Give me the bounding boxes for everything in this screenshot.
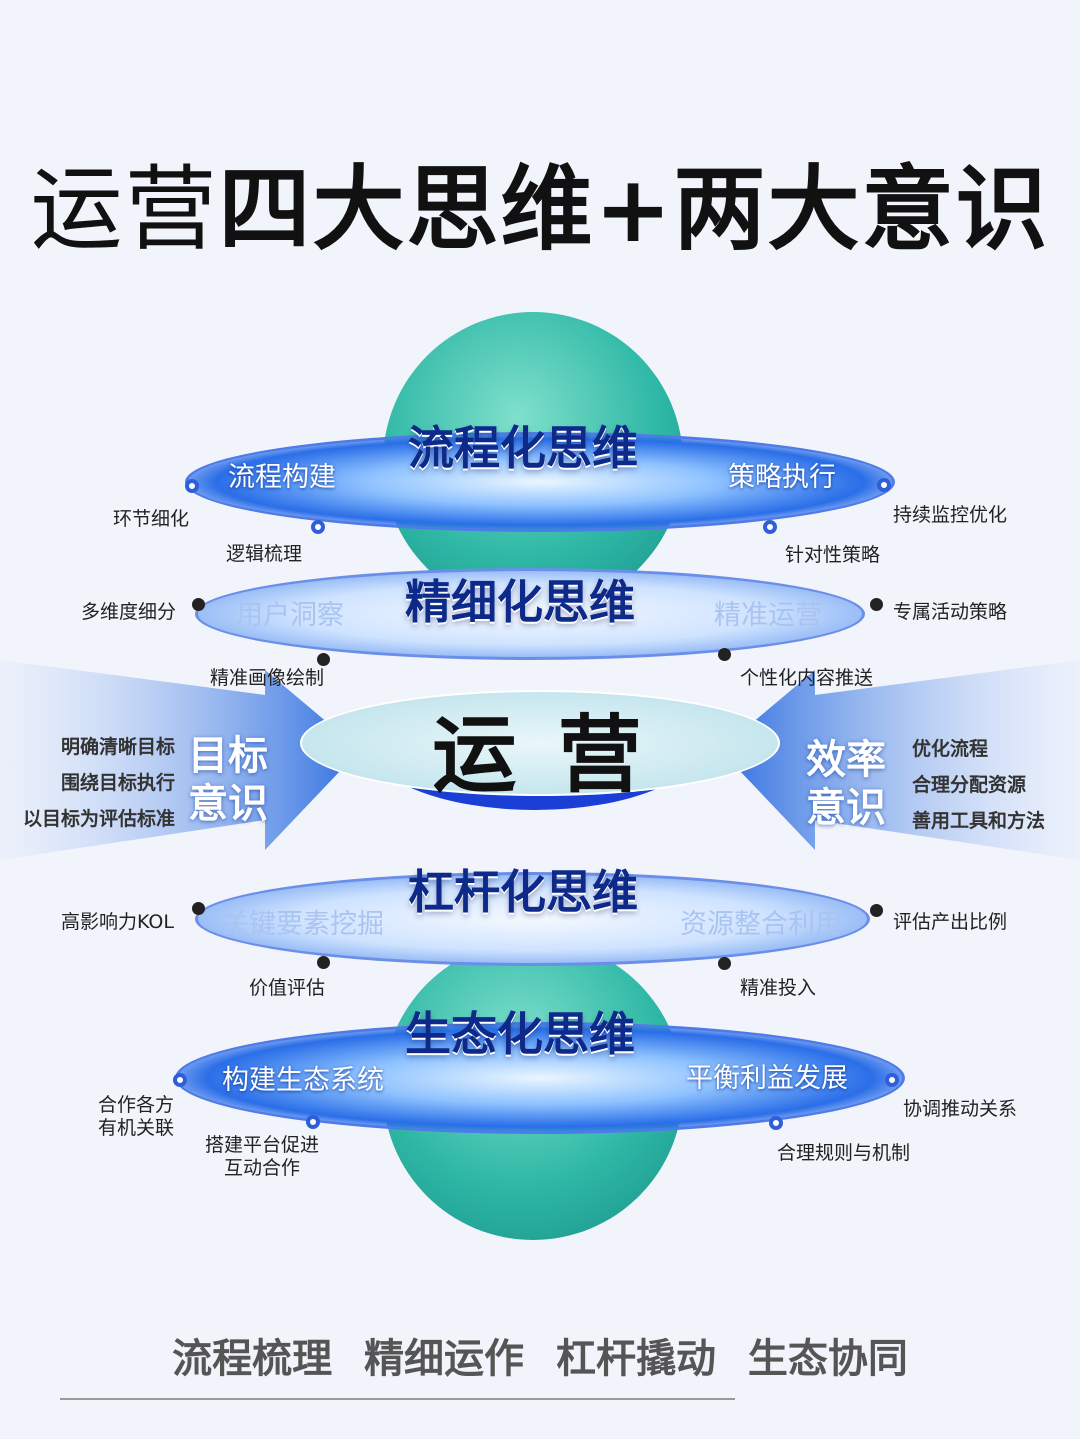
ring-leverage	[195, 872, 870, 966]
label-build-ecosystem: 构建生态系统	[222, 1065, 384, 1096]
note: 精准画像绘制	[210, 667, 325, 689]
left-arrow	[0, 660, 360, 860]
node-dot	[769, 1116, 783, 1130]
ring-refined	[195, 568, 865, 660]
efficiency-awareness-items: 优化流程合理分配资源善用工具和方法	[912, 738, 1046, 832]
node-dot	[317, 956, 330, 969]
note: 个性化内容推送	[740, 667, 874, 689]
heading-refined: 精细化思维	[405, 575, 635, 629]
footer-divider	[60, 1398, 735, 1400]
note: 高影响力KOL	[61, 911, 174, 933]
node-dot	[718, 957, 731, 970]
label-key-factors: 关键要素挖掘	[222, 909, 384, 940]
label-process-build: 流程构建	[228, 462, 336, 493]
label-strategy-exec: 策略执行	[728, 462, 836, 493]
page-title: 运营四大思维+两大意识	[30, 156, 1050, 263]
node-dot	[877, 478, 891, 492]
node-dot	[885, 1073, 899, 1087]
node-dot	[192, 598, 205, 611]
node-dot	[185, 479, 199, 493]
node-dot	[306, 1115, 320, 1129]
node-dot	[718, 648, 731, 661]
heading-leverage: 杠杆化思维	[408, 865, 638, 919]
note: 持续监控优化	[893, 504, 1008, 526]
node-dot	[173, 1073, 187, 1087]
label-user-insight: 用户洞察	[236, 600, 344, 631]
goal-awareness-items: 明确清晰目标围绕目标执行以目标为评估标准	[22, 736, 175, 830]
node-dot	[317, 653, 330, 666]
note: 搭建平台促进互动合作	[204, 1134, 319, 1179]
awareness-arrows	[0, 660, 1080, 860]
note: 精准投入	[740, 977, 817, 999]
note: 针对性策略	[785, 544, 881, 566]
node-dot	[870, 904, 883, 917]
node-dot	[311, 520, 325, 534]
efficiency-awareness-title: 效率意识	[806, 737, 886, 831]
node-dot	[870, 598, 883, 611]
label-precise-ops: 精准运营	[714, 600, 822, 631]
note: 评估产出比例	[893, 911, 1008, 933]
note: 环节细化	[113, 508, 190, 530]
note: 协调推动关系	[903, 1098, 1018, 1120]
footer-slogan: 流程梳理 精细运作 杠杆撬动 生态协同	[172, 1336, 908, 1382]
goal-awareness-title: 目标意识	[188, 733, 268, 827]
note: 专属活动策略	[893, 601, 1008, 623]
node-dot	[763, 520, 777, 534]
note: 多维度细分	[81, 601, 177, 623]
center-label: 运 营	[432, 706, 648, 804]
heading-process: 流程化思维	[408, 421, 638, 475]
ring-ecosystem	[175, 1022, 905, 1134]
heading-ecosystem: 生态化思维	[405, 1007, 635, 1061]
note: 合理规则与机制	[777, 1142, 911, 1164]
center-lens	[300, 690, 780, 796]
note: 合作各方有机关联	[97, 1094, 174, 1139]
label-resource-integration: 资源整合利用	[680, 909, 842, 940]
node-dot	[192, 902, 205, 915]
label-balance-interests: 平衡利益发展	[686, 1063, 848, 1094]
right-arrow	[720, 660, 1080, 860]
note: 价值评估	[249, 977, 326, 999]
note: 逻辑梳理	[226, 543, 303, 565]
